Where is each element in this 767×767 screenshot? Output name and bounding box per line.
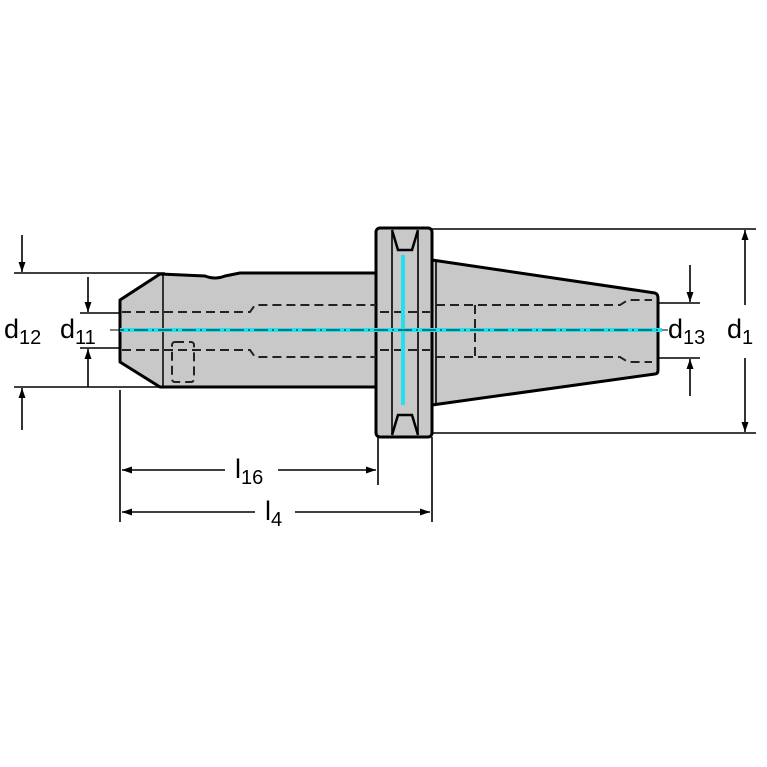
label-d13: d13 (668, 314, 705, 349)
tool-holder-body (118, 226, 660, 439)
coolant-channel (110, 255, 668, 405)
label-d1: d1 (727, 314, 753, 349)
taper (430, 258, 660, 407)
label-d12: d12 (4, 314, 41, 349)
label-l16: l16 (235, 454, 263, 489)
label-l4: l4 (265, 496, 282, 531)
dimension-arrows (18, 230, 749, 516)
flange-groove (390, 229, 420, 436)
label-d11: d11 (60, 314, 96, 349)
